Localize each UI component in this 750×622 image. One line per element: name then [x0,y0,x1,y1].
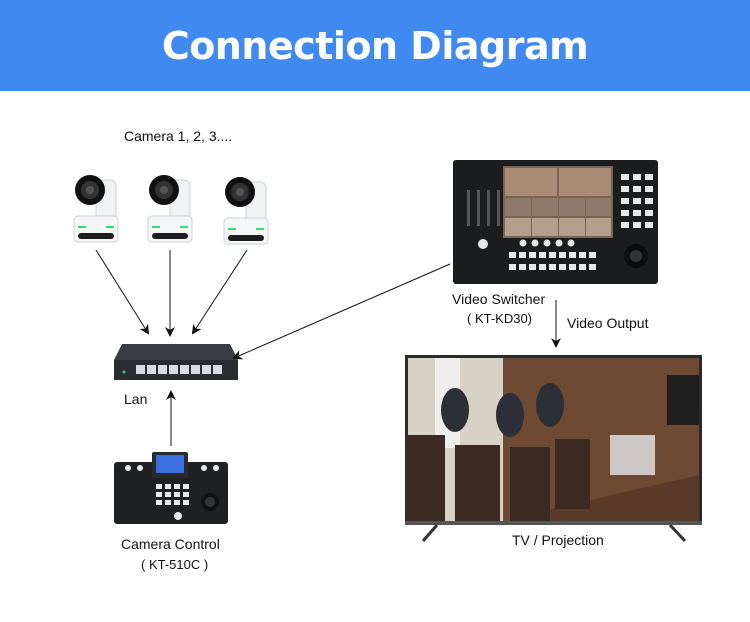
page-title: Connection Diagram [161,23,589,68]
video-switcher-icon [453,160,658,284]
cameras-label: Camera 1, 2, 3.... [124,128,233,144]
video-switcher-model: ( KT-KD30) [467,311,533,326]
ptz-camera-icon [147,175,193,243]
camera-1 [72,174,120,244]
ptz-camera-icon [223,177,269,245]
tv-label: TV / Projection [512,532,604,548]
video-switcher-device [453,160,658,287]
network-switch-icon [114,344,238,380]
camera-control-device [114,452,228,524]
ptz-controller-icon [114,452,228,524]
lan-switch [114,342,238,382]
camera-3 [222,176,270,246]
tv-display [405,355,702,545]
tv-icon [405,355,702,543]
arrow-camera1-to-lan [95,249,150,335]
lan-label: Lan [124,391,148,407]
video-switcher-label: Video Switcher [452,291,546,307]
ptz-camera-icon [73,175,119,243]
header-banner: Connection Diagram [0,0,750,91]
arrow-switcher-to-lan [232,263,451,360]
camera-control-label: Camera Control [121,536,220,552]
camera-2 [146,174,194,244]
arrow-camera3-to-lan [191,249,248,335]
camera-control-model: ( KT-510C ) [141,557,209,572]
video-output-label: Video Output [567,315,649,331]
